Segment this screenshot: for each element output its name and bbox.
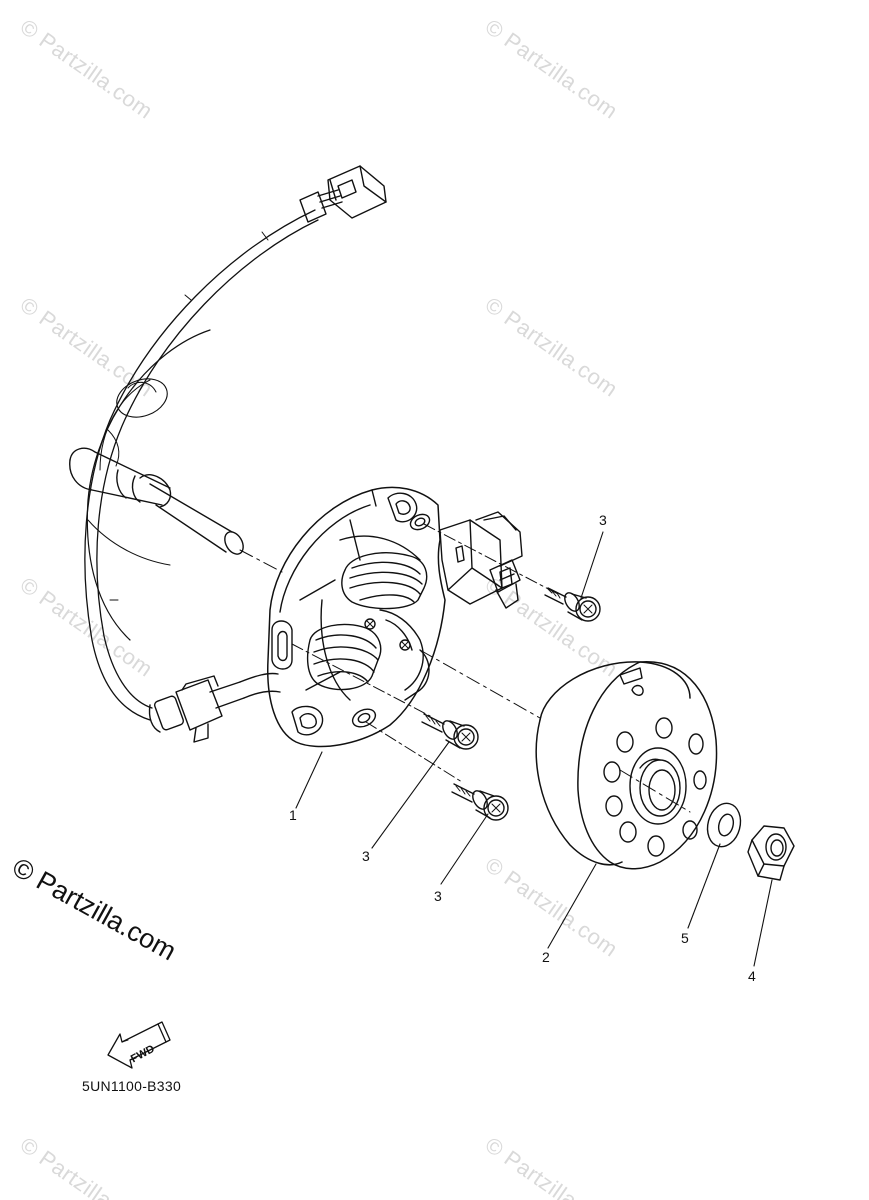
wire-harness [84, 209, 319, 721]
nut [747, 825, 795, 881]
callout-nut: 4 [748, 968, 756, 984]
crankshaft [69, 447, 244, 555]
stator-assembly [239, 486, 523, 748]
center-axis-line [239, 549, 691, 813]
wire-grommet [148, 675, 245, 743]
callout-rotor: 2 [542, 949, 550, 965]
screw-guide-lines [291, 523, 559, 783]
callout-leaders [295, 531, 773, 967]
callout-stator: 1 [289, 807, 297, 823]
callout-washer: 5 [681, 930, 689, 946]
screw-bottom [451, 783, 509, 821]
callout-screw-middle: 3 [362, 848, 370, 864]
diagram-code: 5UN1100-B330 [82, 1078, 182, 1094]
callout-screw-bottom: 3 [434, 888, 442, 904]
crankcase-outline [86, 329, 211, 641]
forward-direction-arrow: FWD [107, 1021, 171, 1069]
screw-top [544, 587, 601, 622]
callout-screw-top: 3 [599, 512, 607, 528]
screw-middle [421, 713, 479, 750]
washer [706, 802, 742, 848]
rotor-flywheel [535, 661, 718, 870]
wire-connector [299, 165, 387, 223]
